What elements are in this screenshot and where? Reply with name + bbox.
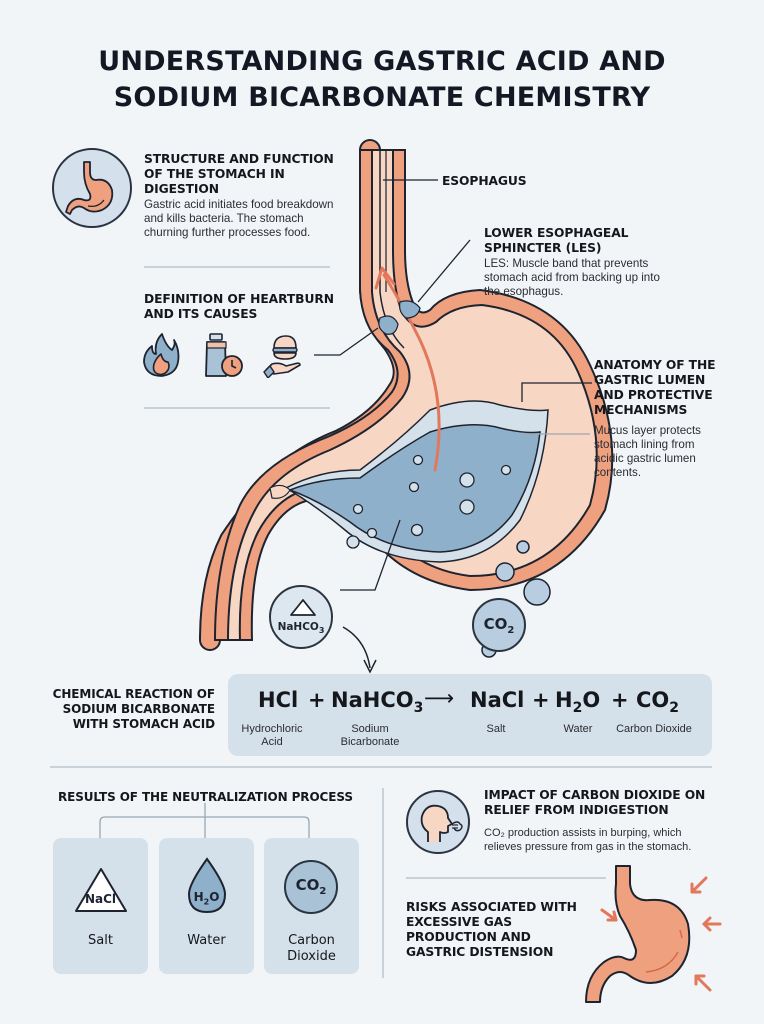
co2-bubble-icon: CO2: [472, 598, 526, 652]
co2-circle-icon: CO2: [284, 860, 338, 914]
section-structure: STRUCTURE AND FUNCTION OF THE STOMACH IN…: [144, 152, 354, 240]
label-water: Water: [563, 723, 593, 735]
title-line-2: SODIUM BICARBONATE CHEMISTRY: [113, 82, 651, 113]
lumen-heading: ANATOMY OF THE GASTRIC LUMEN AND PROTECT…: [594, 358, 716, 417]
label-hydrochloric-acid: Hydrochloric Acid: [241, 723, 303, 748]
structure-body: Gastric acid initiates food breakdown an…: [144, 198, 334, 239]
impact-body: CO₂ production assists in burping, which…: [484, 827, 692, 853]
distended-stomach-icon: [585, 865, 722, 1003]
label-sodium-bicarbonate: Sodium Bicarbonate: [340, 723, 400, 748]
section-gastric-lumen: ANATOMY OF THE GASTRIC LUMEN AND PROTECT…: [594, 358, 754, 480]
plus-sign: +: [308, 688, 326, 712]
flame-icon: [143, 333, 180, 377]
result-label-salt: Salt: [88, 933, 113, 948]
nahco3-formula: NaHCO: [277, 621, 319, 633]
risks-heading: RISKS ASSOCIATED WITH EXCESSIVE GAS PROD…: [406, 900, 577, 959]
product-nacl: NaCl: [470, 688, 525, 712]
section-les: LOWER ESOPHAGEAL SPHINCTER (LES) LES: Mu…: [484, 226, 724, 299]
water-drop-icon: [187, 857, 227, 914]
plus-sign: +: [611, 688, 629, 712]
co2-formula: CO: [483, 615, 508, 633]
result-label-water: Water: [187, 933, 226, 948]
les-sphincter: [399, 300, 421, 319]
divider: [406, 877, 606, 879]
burger-hand-icon: [263, 335, 301, 378]
les-body: LES: Muscle band that prevents stomach a…: [484, 257, 660, 298]
result-label-carbon-dioxide: Carbon Dioxide: [287, 933, 336, 964]
lumen-body: Mucus layer protects stomach lining from…: [594, 424, 701, 479]
result-card-carbon-dioxide: CO2 Carbon Dioxide: [264, 838, 359, 974]
salt-triangle-icon: [75, 868, 127, 912]
stomach-icon: [52, 148, 132, 228]
leader-lines: [314, 179, 592, 591]
reaction-heading: CHEMICAL REACTION OF SODIUM BICARBONATE …: [52, 687, 215, 731]
label-salt: Salt: [486, 723, 506, 735]
bottle-clock-icon: [205, 333, 243, 377]
divider: [144, 407, 330, 409]
structure-heading: STRUCTURE AND FUNCTION OF THE STOMACH IN…: [144, 152, 334, 196]
nahco3-arrow: [342, 626, 371, 669]
product-h2o: H2O: [555, 688, 601, 717]
les-heading: LOWER ESOPHAGEAL SPHINCTER (LES): [484, 226, 629, 255]
vertical-divider: [382, 788, 384, 978]
product-co2: CO2: [636, 688, 680, 717]
heartburn-heading: DEFINITION OF HEARTBURN AND ITS CAUSES: [144, 292, 334, 321]
divider: [50, 766, 712, 768]
reaction-arrow: ⟶: [424, 686, 455, 710]
powder-pile-icon: [290, 599, 316, 616]
reactant-hcl: HCl: [258, 688, 299, 712]
acid-bubbles: [346, 454, 512, 549]
plus-sign: +: [532, 688, 550, 712]
reactant-nahco3: NaHCO3: [331, 688, 424, 717]
nahco3-icon: NaHCO3: [269, 585, 333, 649]
reflux-arrow: [382, 273, 441, 472]
page-title: UNDERSTANDING GASTRIC ACID AND SODIUM BI…: [0, 44, 764, 116]
burping-head-icon: [406, 790, 470, 854]
esophagus-label: ESOPHAGUS: [442, 174, 527, 188]
result-card-water: H2O Water: [159, 838, 254, 974]
results-heading: RESULTS OF THE NEUTRALIZATION PROCESS: [58, 790, 353, 804]
label-carbon-dioxide: Carbon Dioxide: [616, 723, 692, 735]
section-impact: IMPACT OF CARBON DIOXIDE ON RELIEF FROM …: [484, 788, 744, 854]
result-card-salt: NaCl Salt: [53, 838, 148, 974]
impact-heading: IMPACT OF CARBON DIOXIDE ON RELIEF FROM …: [484, 788, 706, 817]
reaction-equation-box: [228, 674, 712, 756]
divider: [144, 266, 330, 268]
pyloric-sphincter: [269, 484, 291, 499]
title-line-1: UNDERSTANDING GASTRIC ACID AND: [98, 46, 666, 77]
